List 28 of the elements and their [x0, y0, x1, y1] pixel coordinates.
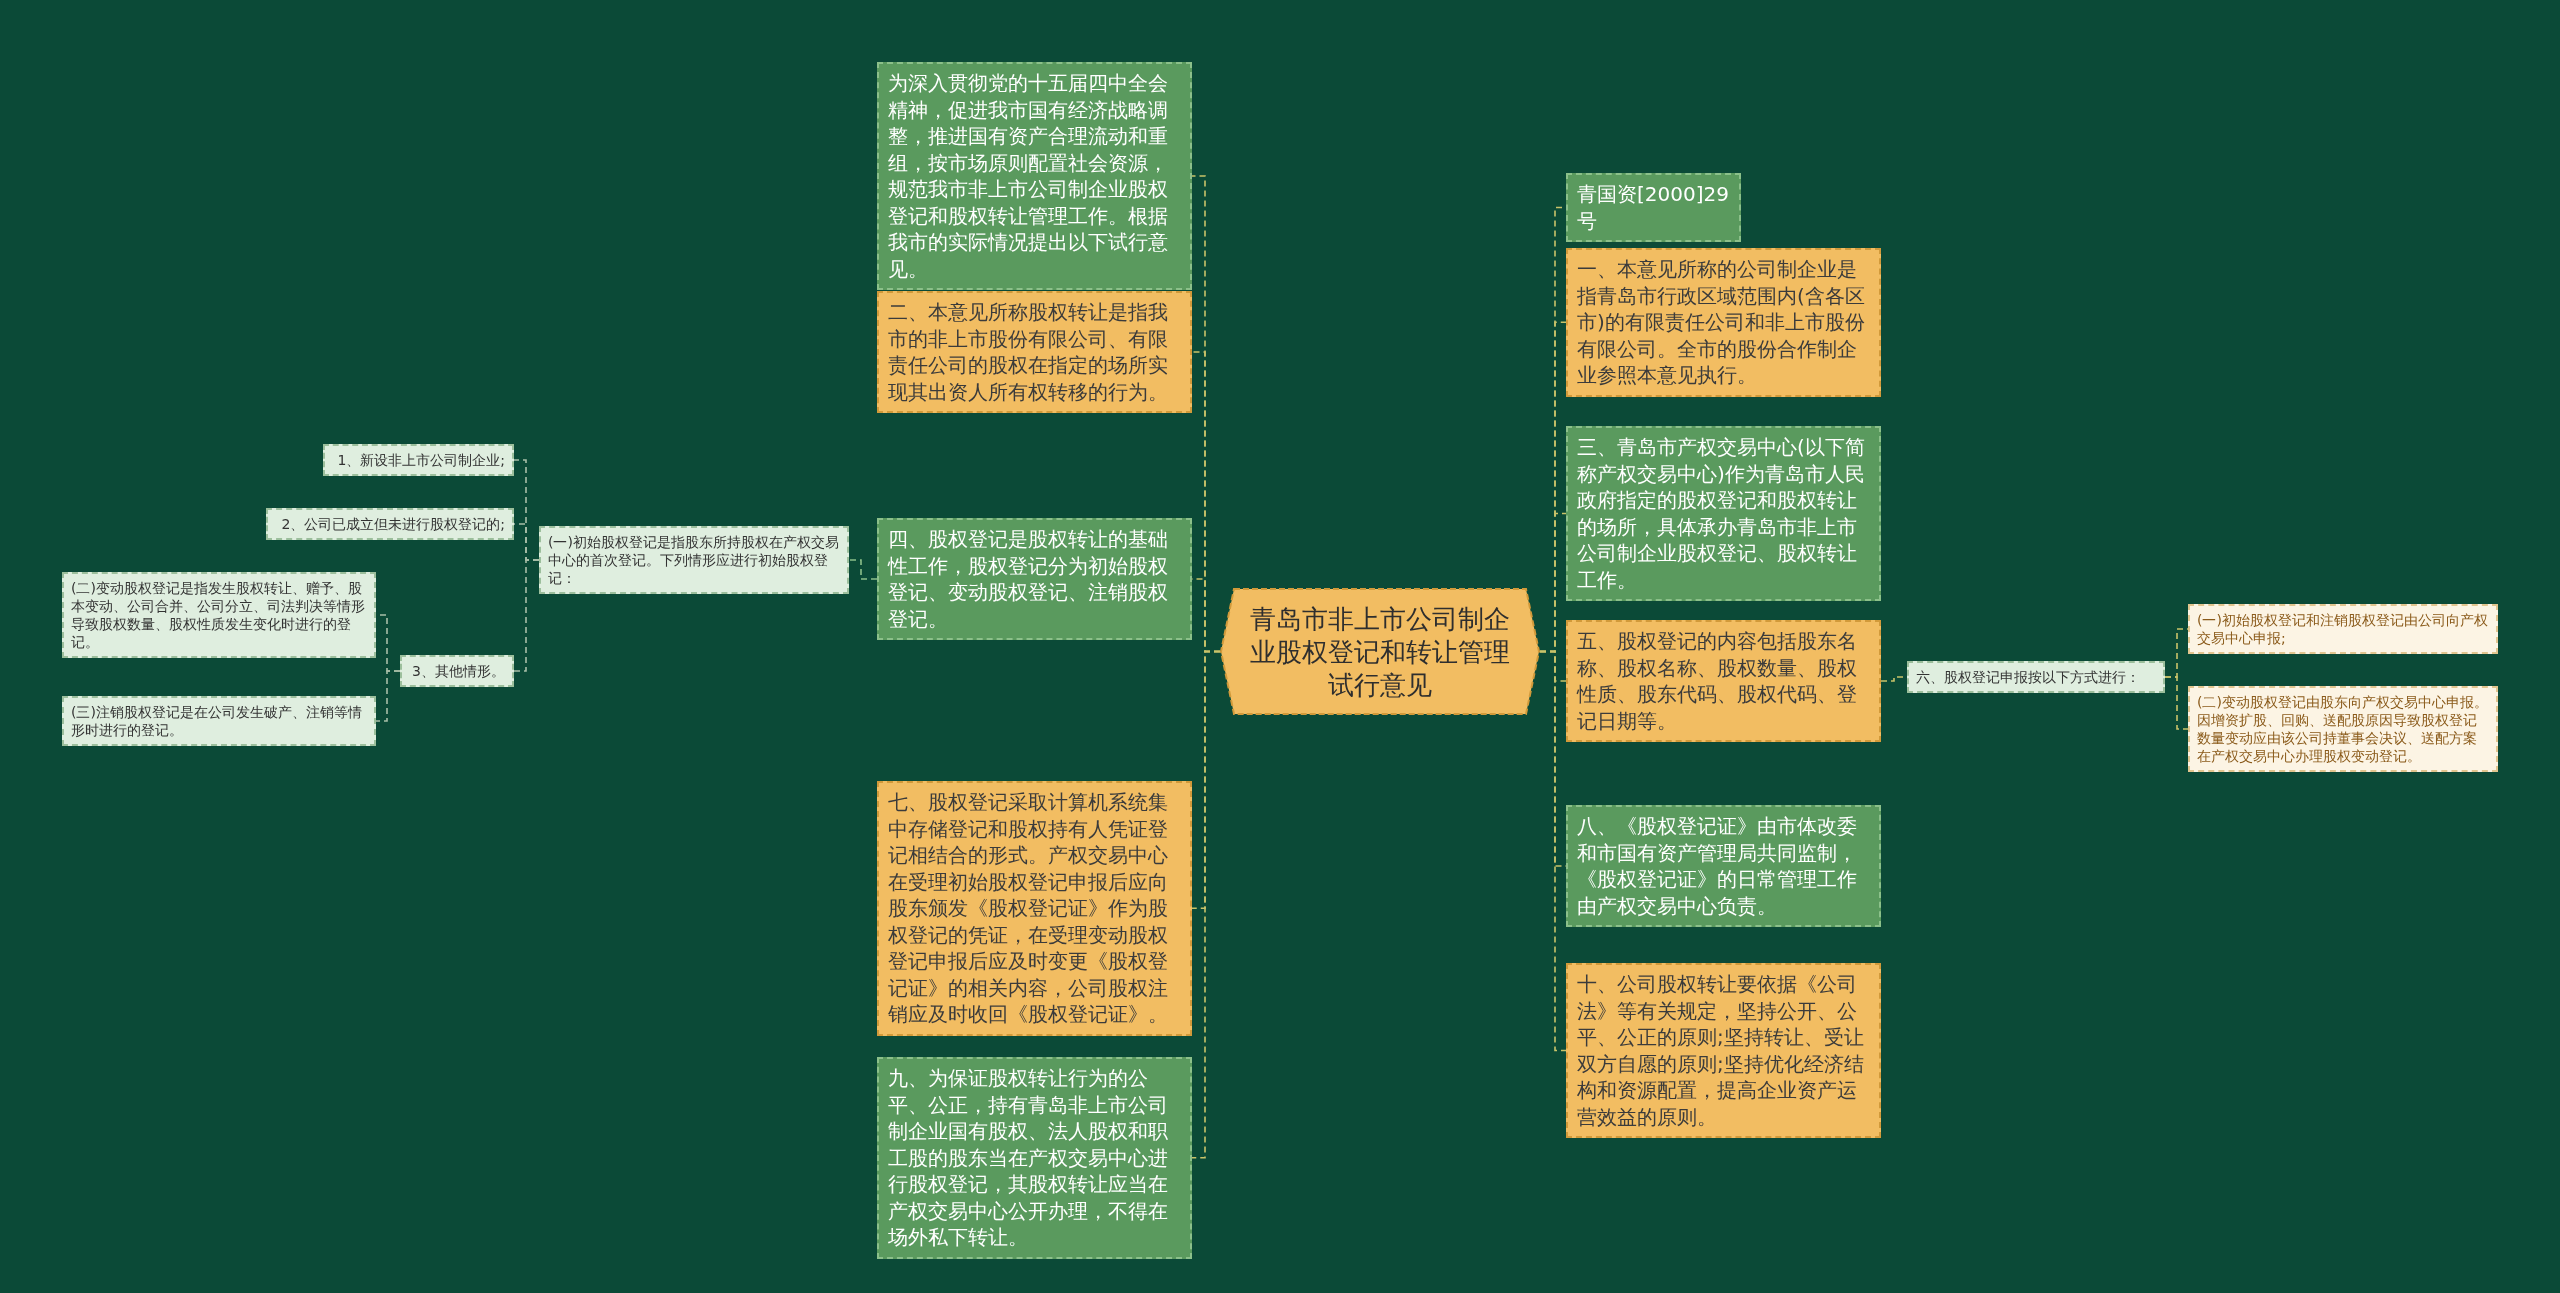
- text-box: 一、本意见所称的公司制企业是指青岛市行政区域范围内(含各区市)的有限责任公司和非上市股份有限公司。全市的股份合作制企业参照本意见执行。: [1566, 248, 1881, 397]
- text-box: 四、股权登记是股权转让的基础性工作，股权登记分为初始股权登记、变动股权登记、注销股权登记。: [877, 518, 1192, 640]
- text-box: 二、本意见所称股权转让是指我市的非上市股份有限公司、有限责任公司的股权在指定的场所实现其出资人所有权转移的行为。: [877, 291, 1192, 413]
- text-box: (三)注销股权登记是在公司发生破产、注销等情形时进行的登记。: [62, 696, 376, 746]
- text-box: 1、新设非上市公司制企业;: [323, 444, 514, 476]
- connector-line: [2164, 676, 2189, 730]
- text-box: 三、青岛市产权交易中心(以下简称产权交易中心)作为青岛市人民政府指定的股权登记和股权转让的场所，具体承办青岛市非上市公司制企业股权登记、股权转让工作。: [1566, 426, 1881, 601]
- text-box: 七、股权登记采取计算机系统集中存储登记和股权持有人凭证登记相结合的形式。产权交易中心在受理初始股权登记申报后应向股东颁发《股权登记证》作为股权登记的凭证，在受理变动股权登记申报后应及时变更《股权登记证》的相关内容，公司股权注销应及时收回《股权登记证》。: [877, 781, 1192, 1036]
- text-box: 六、股权登记申报按以下方式进行：: [1907, 661, 2165, 693]
- text-box: (二)变动股权登记是指发生股权转让、赠予、股本变动、公司合并、公司分立、司法判决等情形导致股权数量、股权性质发生变化时进行的登记。: [62, 572, 376, 658]
- text-box: (一)初始股权登记和注销股权登记由公司向产权交易中心申报;: [2188, 604, 2498, 654]
- text-box: 八、《股权登记证》由市体改委和市国有资产管理局共同监制，《股权登记证》的日常管理工作由产权交易中心负责。: [1566, 805, 1881, 927]
- text-box: (一)初始股权登记是指股东所持股权在产权交易中心的首次登记。下列情形应进行初始股权登记：: [539, 526, 849, 594]
- connector-line: [513, 559, 540, 672]
- connector-line: [848, 559, 878, 580]
- text-box: 九、为保证股权转让行为的公平、公正，持有青岛非上市公司制企业国有股权、法人股权和职工股的股东当在产权交易中心进行股权登记，其股权转让应当在产权交易中心公开办理，不得在场外私下转让。: [877, 1057, 1192, 1259]
- hexagon-node: [1220, 588, 1540, 715]
- connector-line: [375, 670, 401, 722]
- connector-line: [1539, 650, 1567, 1052]
- text-box: 为深入贯彻党的十五届四中全会精神，促进我市国有经济战略调整，推进国有资产合理流动和重组，按市场原则配置社会资源，规范我市非上市公司制企业股权登记和股权转让管理工作。根据我市的实际情况提出以下试行意见。: [877, 62, 1192, 290]
- connector-line: [1191, 650, 1221, 1159]
- text-box: 十、公司股权转让要依据《公司法》等有关规定，坚持公开、公平、公正的原则;坚持转让、受让双方自愿的原则;坚持优化经济结构和资源配置，提高企业资产运营效益的原则。: [1566, 963, 1881, 1138]
- title-text: 青岛市非上市公司制企业股权登记和转让管理试行意见: [1249, 602, 1511, 701]
- text-box: 3、其他情形。: [400, 655, 514, 687]
- text-box: 2、公司已成立但未进行股权登记的;: [266, 508, 514, 540]
- text-box: 五、股权登记的内容包括股东名称、股权名称、股权数量、股权性质、股东代码、股权代码、登记日期等。: [1566, 620, 1881, 742]
- text-box: (二)变动股权登记由股东向产权交易中心申报。因增资扩股、回购、送配股原因导致股权登记数量变动应由该公司持董事会决议、送配方案在产权交易中心办理股权变动登记。: [2188, 686, 2498, 772]
- text-box: 青国资[2000]29号: [1566, 173, 1741, 242]
